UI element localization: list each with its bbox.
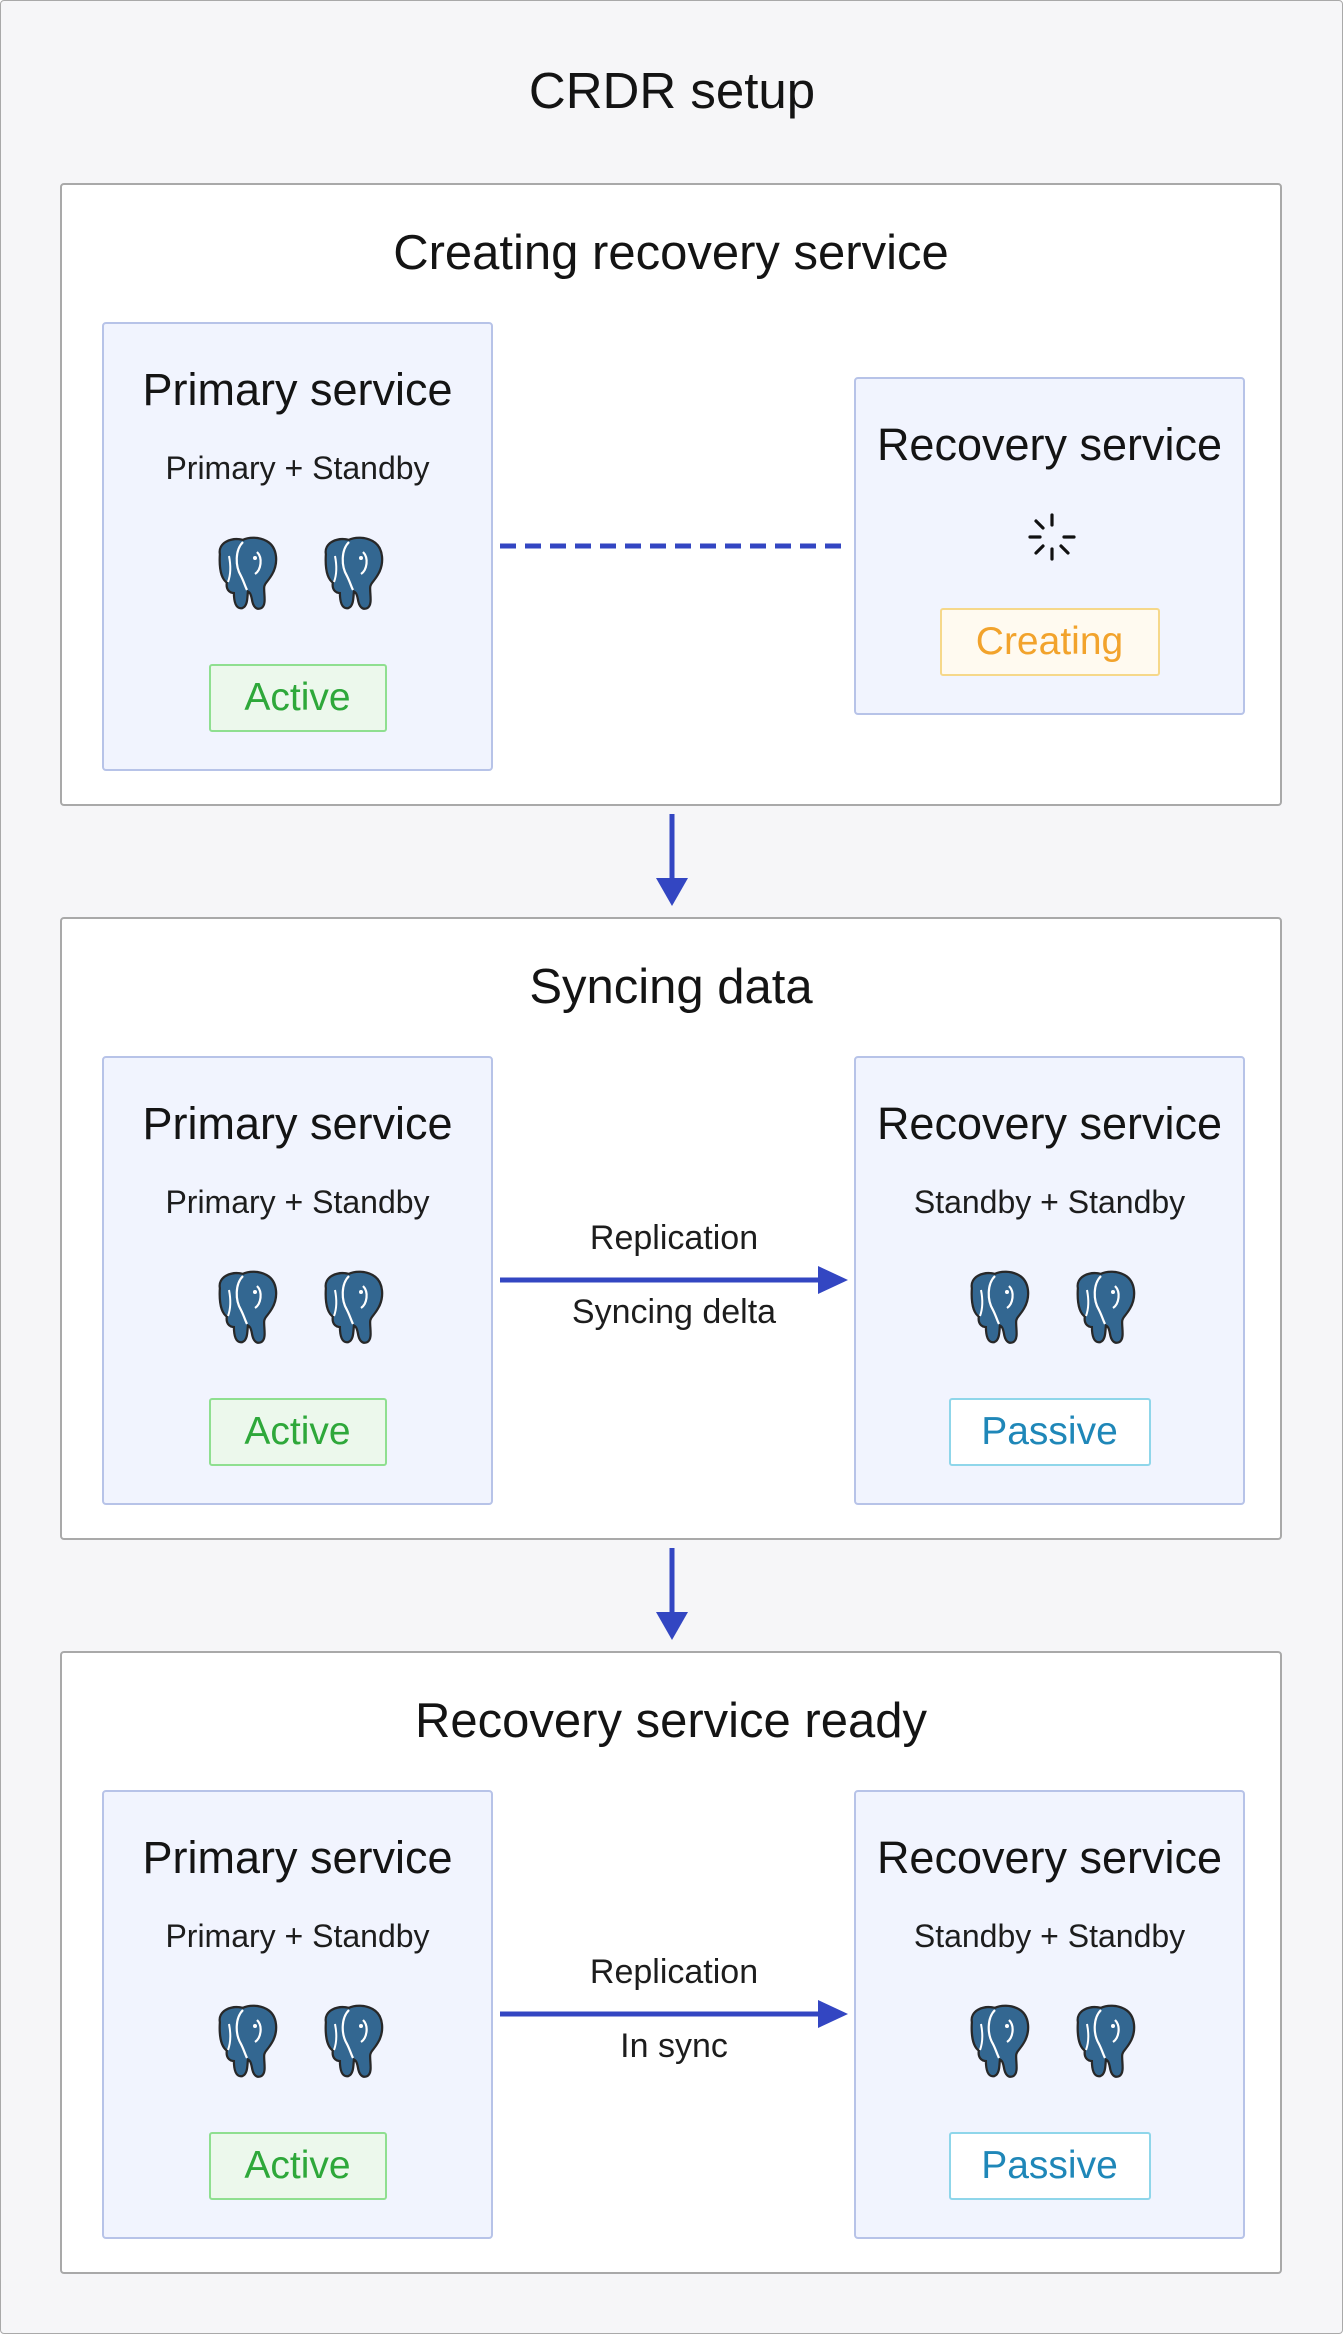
connection-label-top: Replication <box>589 1953 759 1991</box>
status-badge-active: Active <box>208 2132 387 2200</box>
service-title: Recovery service <box>876 1098 1223 1149</box>
recovery-service-box: Recovery service Creating <box>854 377 1245 715</box>
primary-service-box: Primary service Primary + Standby Active <box>102 1790 493 2239</box>
service-subtitle: Primary + Standby <box>165 1918 430 1954</box>
connection-label-bottom: In sync <box>620 2027 728 2065</box>
stage-title: Syncing data <box>529 960 813 1014</box>
connection-label-bottom: Syncing delta <box>571 1293 777 1331</box>
primary-service-box: Primary service Primary + Standby Active <box>102 322 493 771</box>
stage-recovery-service-ready: Recovery service ready Primary service P… <box>60 1651 1282 2274</box>
primary-service-box: Primary service Primary + Standby Active <box>102 1056 493 1505</box>
service-title: Recovery service <box>876 419 1223 470</box>
service-subtitle: Standby + Standby <box>913 1918 1186 1954</box>
diagram-title: CRDR setup <box>528 62 816 119</box>
status-badge-creating: Creating <box>939 608 1160 676</box>
recovery-service-box: Recovery service Standby + Standby Passi… <box>854 1790 1245 2239</box>
service-title: Primary service <box>142 364 453 415</box>
loading-spinner-icon <box>1028 513 1076 561</box>
replication-arrow <box>500 2000 848 2028</box>
stage-title: Creating recovery service <box>393 226 949 280</box>
status-badge-active: Active <box>208 1398 387 1466</box>
connection-dashed-line <box>500 543 848 549</box>
stage-title: Recovery service ready <box>415 1694 927 1748</box>
service-title: Primary service <box>142 1832 453 1883</box>
recovery-service-box: Recovery service Standby + Standby Passi… <box>854 1056 1245 1505</box>
service-title: Primary service <box>142 1098 453 1149</box>
stage-transition-arrow <box>656 814 688 906</box>
service-subtitle: Primary + Standby <box>165 450 430 486</box>
service-subtitle: Standby + Standby <box>913 1184 1186 1220</box>
service-subtitle: Primary + Standby <box>165 1184 430 1220</box>
status-badge-active: Active <box>208 664 387 732</box>
stage-syncing-data: Syncing data Primary service Primary + S… <box>60 917 1282 1540</box>
stage-transition-arrow <box>656 1548 688 1640</box>
status-badge-passive: Passive <box>948 1398 1151 1466</box>
stage-creating-recovery-service: Creating recovery service Primary servic… <box>60 183 1282 806</box>
service-title: Recovery service <box>876 1832 1223 1883</box>
replication-arrow <box>500 1266 848 1294</box>
status-badge-passive: Passive <box>948 2132 1151 2200</box>
connection-label-top: Replication <box>589 1219 759 1257</box>
